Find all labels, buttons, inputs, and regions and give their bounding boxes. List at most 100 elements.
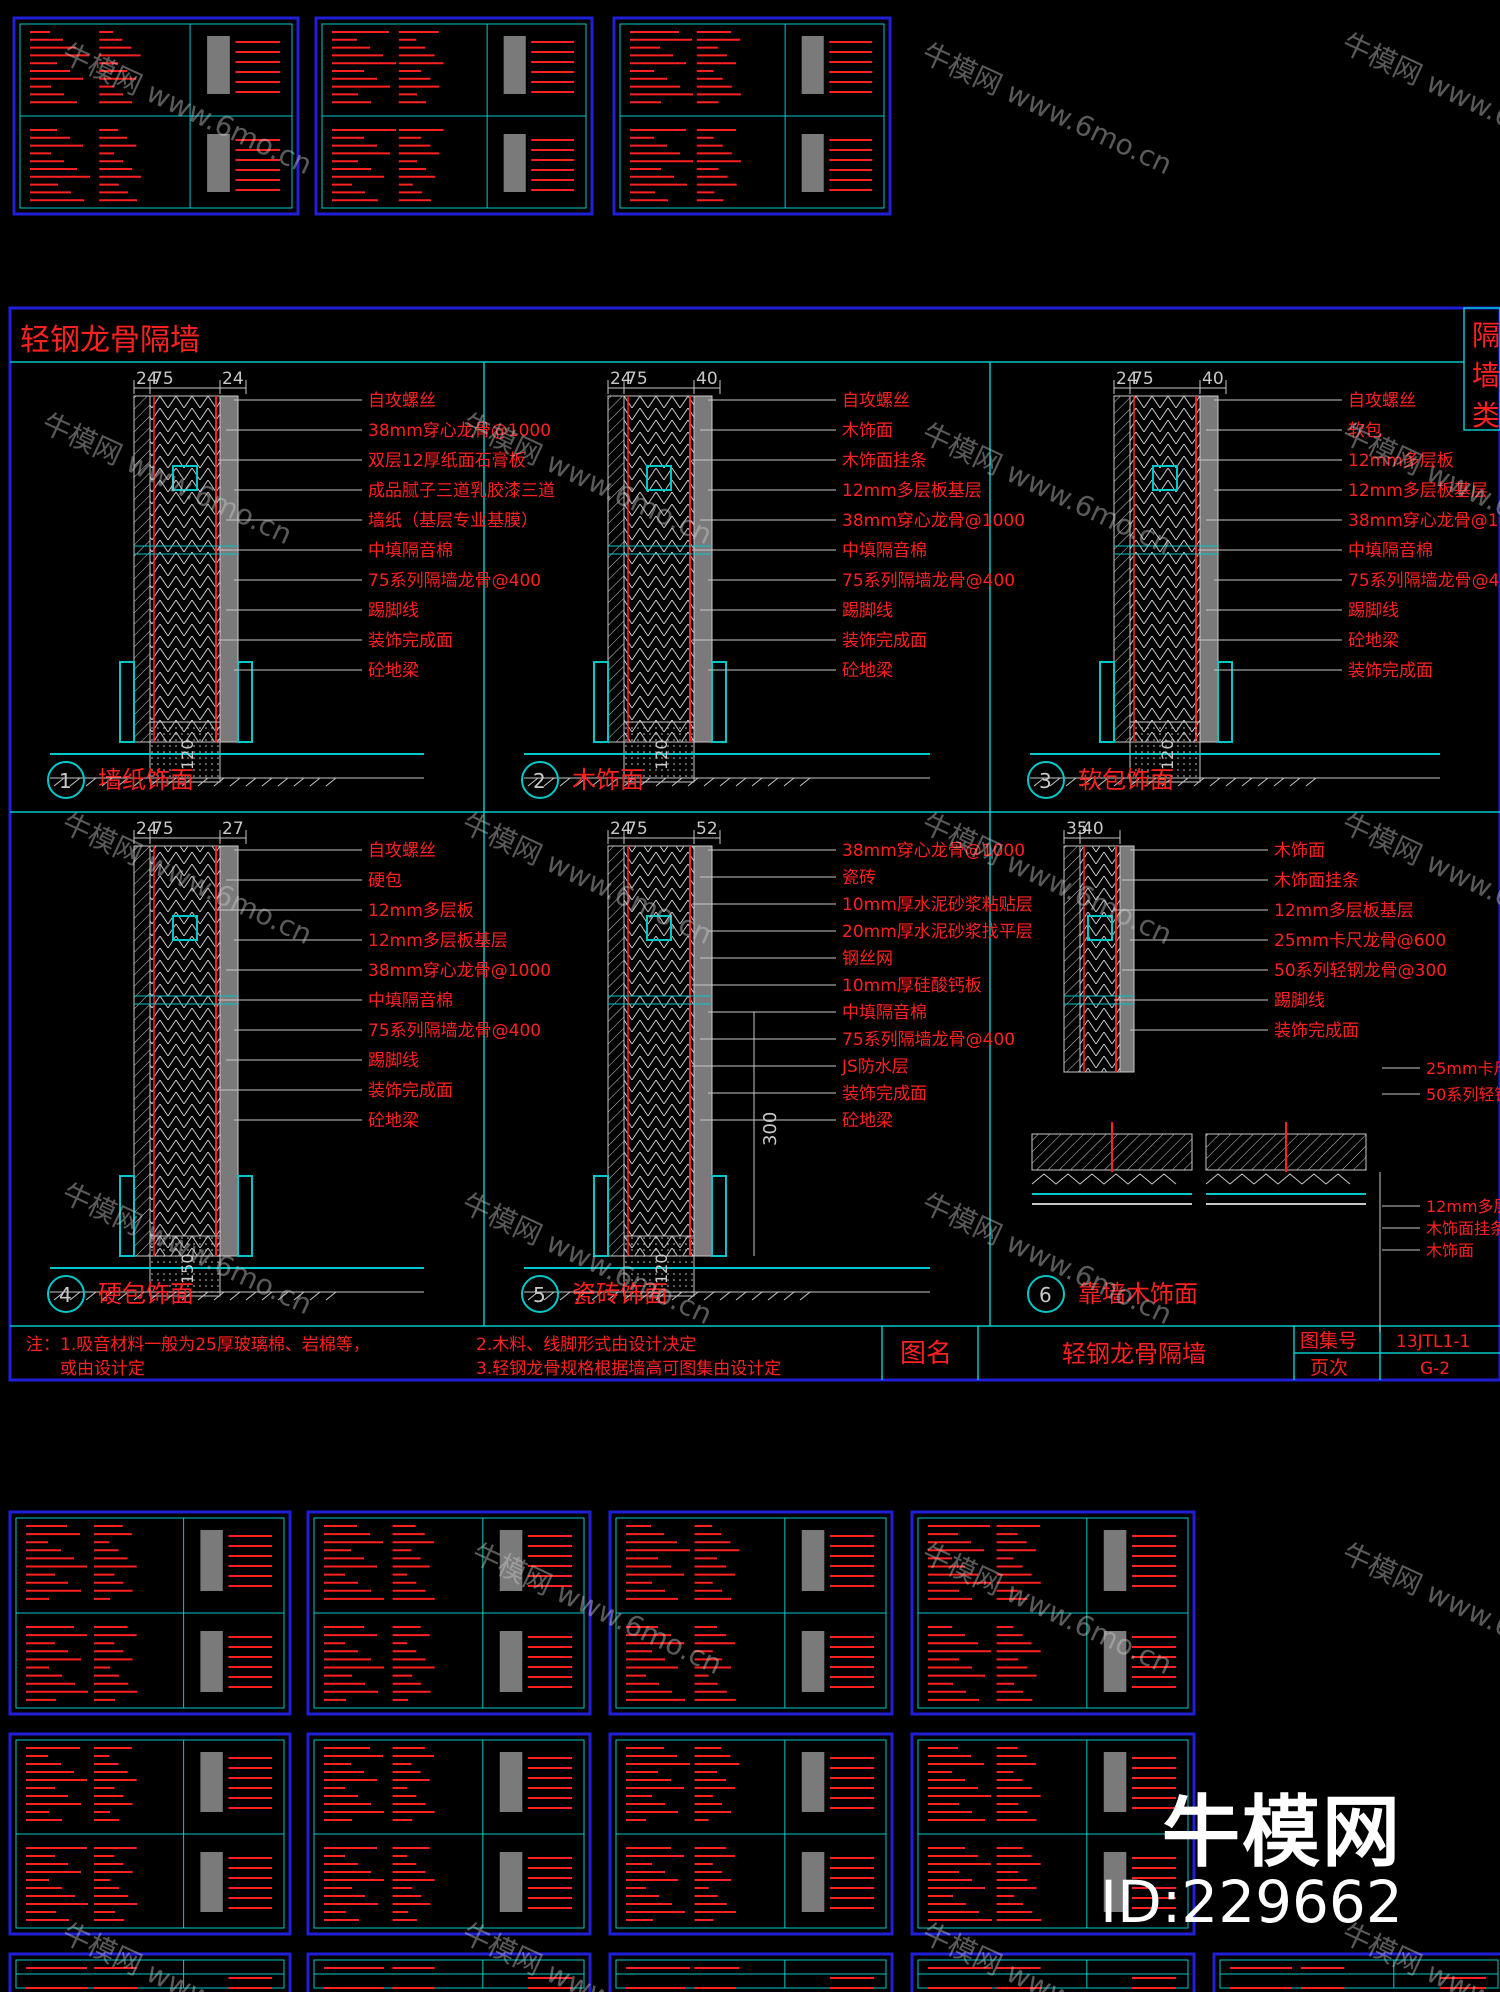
thumbnail-frame [306, 1732, 592, 1936]
thumbnail-sheet [8, 1732, 292, 1936]
thumbnail-detail [200, 1530, 223, 1591]
thumbnail-detail [200, 1752, 223, 1812]
callout-label: 砼地梁 [368, 1111, 419, 1131]
callout-label: 75系列隔墙龙骨@400 [842, 1030, 1015, 1050]
keel-section [646, 465, 672, 491]
callout-label: 自攻螺丝 [1348, 391, 1416, 411]
callout-label: 25mm卡尺龙骨@600 [1426, 1059, 1500, 1078]
note-line: 3.轻钢龙骨规格根据墙高可图集由设计定 [476, 1359, 781, 1379]
ground-hatch [293, 777, 305, 787]
ground-hatch [117, 777, 129, 787]
callout-label: 12mm多层板基层 [842, 481, 982, 501]
ground-hatch [133, 777, 145, 787]
dim-label: 24 [136, 819, 158, 839]
ground-hatch [149, 777, 161, 787]
dim-label: 75 [626, 819, 648, 839]
callout-label: 砼地梁 [368, 661, 419, 681]
thumbnail-sheet [608, 1510, 894, 1716]
ground-hatch [1145, 777, 1157, 787]
ground-hatch [53, 1291, 65, 1301]
thumbnail-sheet [8, 1952, 292, 1992]
ground-hatch [527, 1291, 539, 1301]
callout-label: 75系列隔墙龙骨@400 [368, 1021, 541, 1041]
thumbnail-sheet [910, 1510, 1196, 1716]
ground-hatch [687, 777, 699, 787]
callout-label: 20mm厚水泥砂浆找平层 [842, 922, 1033, 942]
side-tab-char: 墙 [1472, 359, 1500, 392]
ground-hatch [197, 777, 209, 787]
thumbnail-detail [1103, 1530, 1127, 1591]
ground-hatch [101, 777, 113, 787]
callout-label: 12mm多层板基层 [1274, 901, 1414, 921]
dim-label: 35 [1066, 819, 1088, 839]
thumbnail-sheet [910, 1952, 1196, 1992]
ground-hatch [1241, 777, 1253, 787]
callout-label: 双层12厚纸面石膏板 [368, 450, 526, 471]
thumbnail-frame [910, 1952, 1196, 1992]
thumbnail-detail [499, 1752, 523, 1812]
dim-label: 75 [152, 819, 174, 839]
callout-label: 12mm多层板 [368, 901, 474, 921]
callout-label: 中填隔音棉 [842, 1003, 927, 1023]
ground-hatch [165, 1291, 177, 1301]
diagonal-watermark: 牛模网 www.6mo.cn [57, 36, 317, 181]
watermark-id: ID:229662 [1100, 1868, 1403, 1936]
thumbnail-frame [608, 1732, 894, 1936]
skirting-left [593, 661, 609, 743]
callout-label: 10mm厚硅酸钙板 [842, 976, 982, 996]
callout-label: 成品腻子三道乳胶漆三道 [368, 481, 555, 501]
ground-hatch [197, 1291, 209, 1301]
ground-hatch [85, 777, 97, 787]
detail-number-circle [521, 1275, 559, 1313]
thumbnail-sheet [12, 16, 300, 216]
callout-label: 中填隔音棉 [1348, 541, 1433, 561]
callout-label: 装饰完成面 [842, 1084, 927, 1104]
thumbnail-frame [608, 1952, 894, 1992]
detail-number-circle [1027, 761, 1065, 799]
detail-number: 2 [533, 769, 546, 793]
ground-hatch [1129, 777, 1141, 787]
callout-label: 装饰完成面 [368, 1081, 453, 1101]
dim-label: 24 [610, 369, 632, 389]
detail-number: 3 [1039, 769, 1052, 793]
ground-hatch [687, 1291, 699, 1301]
ground-hatch [799, 1291, 811, 1301]
thumbnail-detail [801, 1631, 825, 1692]
ground-hatch [591, 1291, 603, 1301]
callout-label: 12mm多层板基层 [1426, 1197, 1500, 1216]
callout-label: 38mm穿心龙骨@1000 [842, 841, 1025, 861]
ground-hatch [719, 1291, 731, 1301]
ground-hatch [655, 777, 667, 787]
ground-hatch [655, 1291, 667, 1301]
thumbnail-frame [12, 16, 300, 216]
concrete-beam [1129, 721, 1201, 783]
side-tab-char: 类 [1472, 399, 1500, 432]
dim-label: 24 [1116, 369, 1138, 389]
thumbnail-detail [1103, 1631, 1127, 1692]
ground-hatch [1049, 777, 1061, 787]
dim-label: 52 [696, 819, 718, 839]
callout-label: 38mm穿心龙骨@1000 [1348, 511, 1500, 531]
thumbnail-detail [1103, 1852, 1127, 1912]
detail-number-circle [1027, 1275, 1065, 1313]
callout-label: 38mm穿心龙骨@1000 [368, 961, 551, 981]
thumbnail-frame [1212, 1952, 1500, 1992]
ground-hatch [1273, 777, 1285, 787]
keel-section [1087, 915, 1113, 941]
thumbnail-sheet [306, 1510, 592, 1716]
dim-vertical: 120 [178, 739, 197, 770]
dim-label: 75 [1132, 369, 1154, 389]
thumbnail-sheet [612, 16, 892, 216]
ground-hatch [671, 777, 683, 787]
thumbnail-detail [499, 1852, 523, 1912]
thumbnail-detail [503, 36, 526, 94]
ground-hatch [213, 1291, 225, 1301]
skirting-right [1217, 661, 1233, 743]
callout-label: 自攻螺丝 [368, 391, 436, 411]
callout-label: 木饰面 [842, 421, 893, 441]
finish-layer [219, 395, 239, 743]
ground-hatch [639, 1291, 651, 1301]
callout-label: 装饰完成面 [842, 631, 927, 651]
detail-number: 5 [533, 1283, 546, 1307]
